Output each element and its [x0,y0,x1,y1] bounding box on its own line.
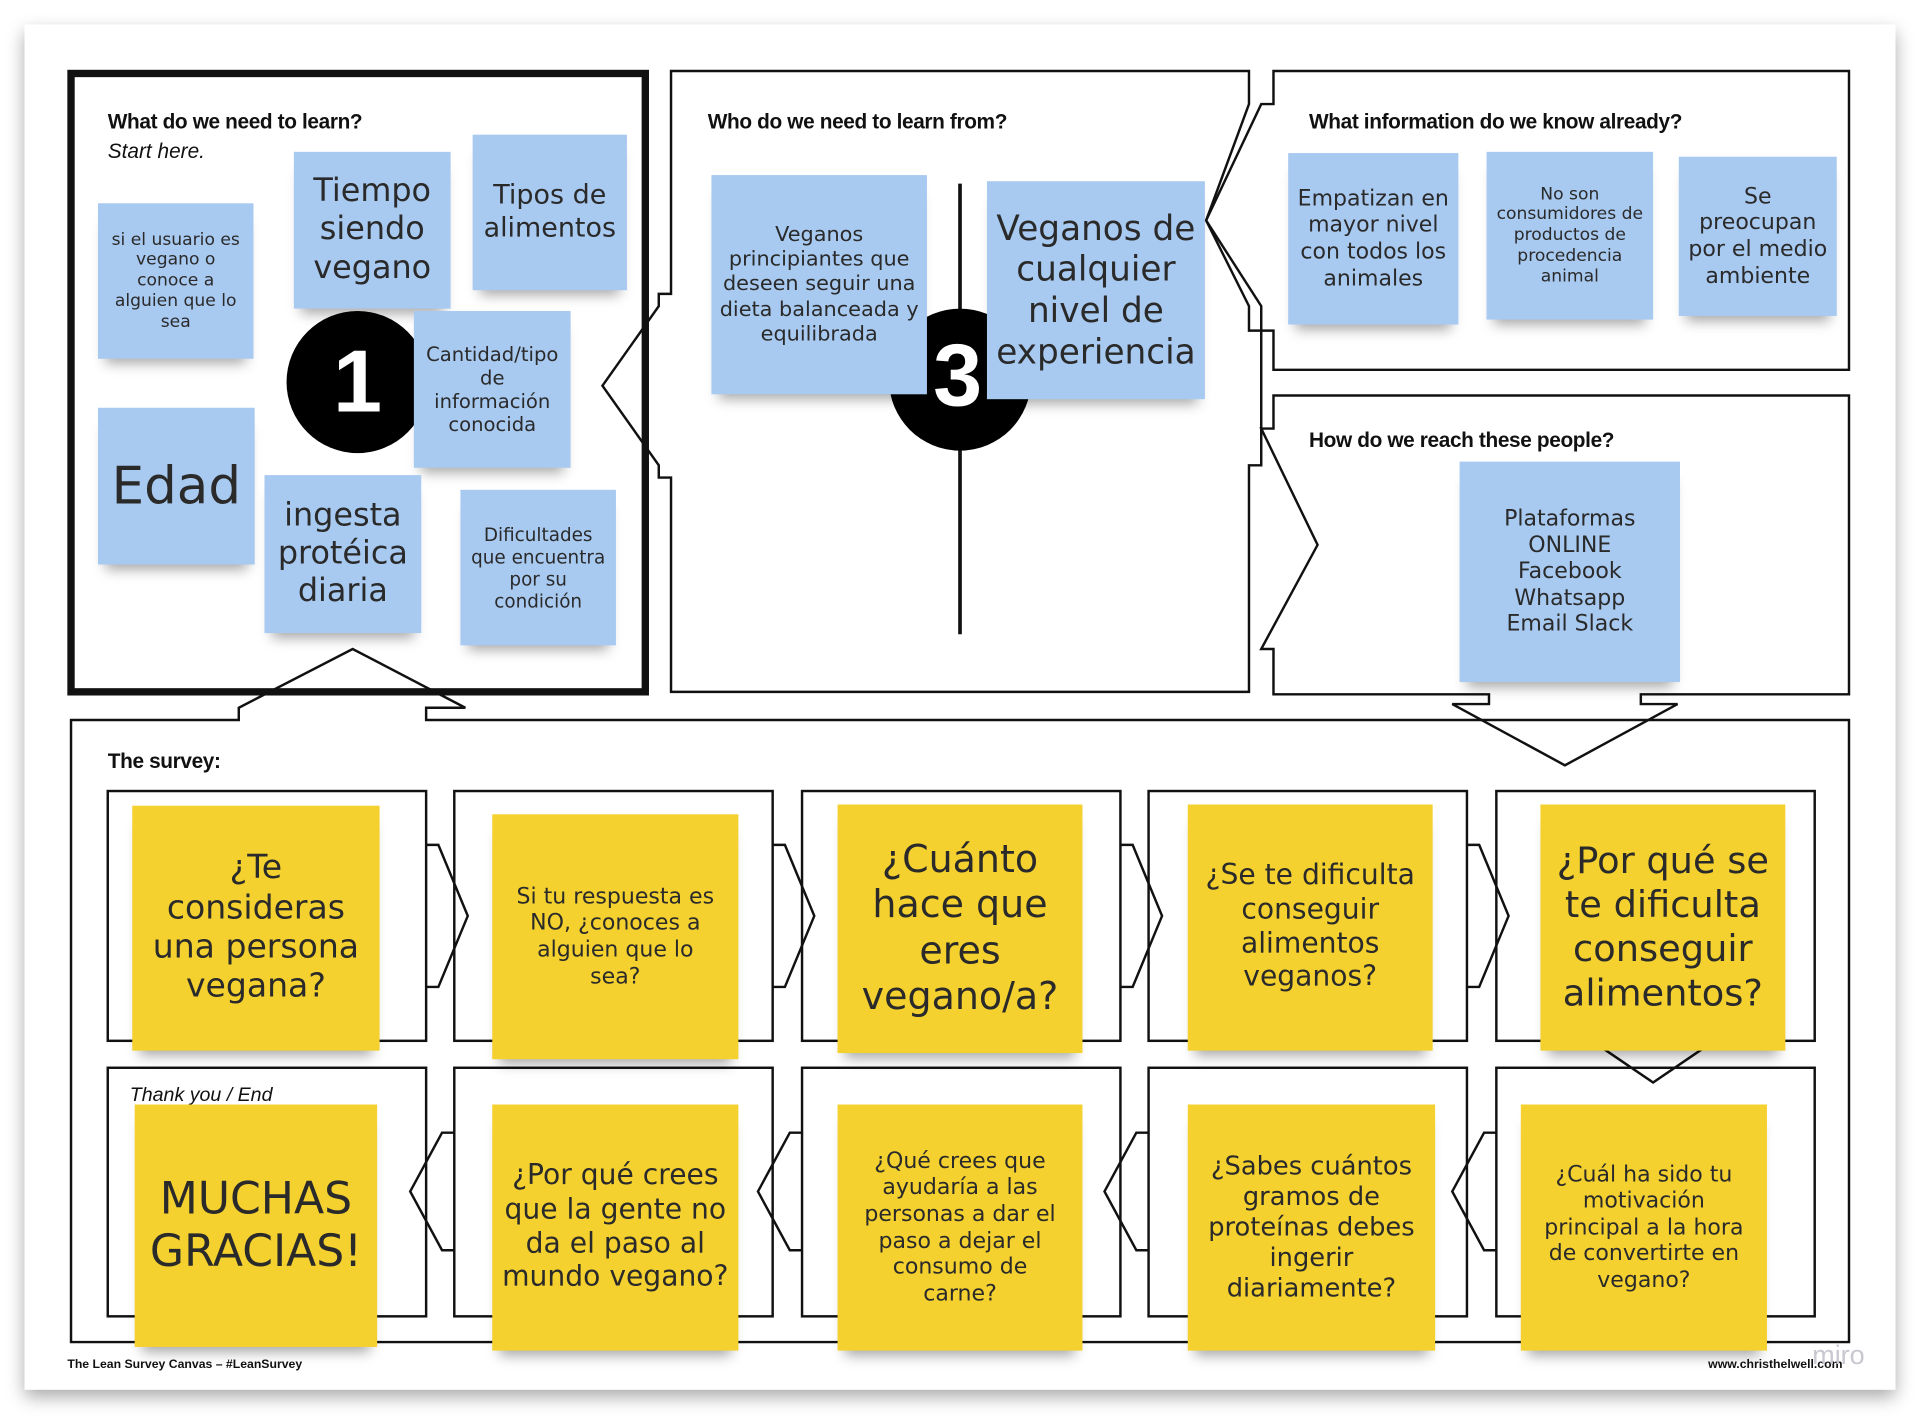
miro-watermark: miro [1812,1339,1865,1371]
end-label: Thank you / End [129,1084,273,1106]
survey-question-note[interactable]: ¿Se te dificulta conseguir alimentos veg… [1187,804,1433,1051]
survey-question-note[interactable]: ¿Por qué crees que la gente no da el pas… [492,1104,739,1351]
who-title: Who do we need to learn from? [707,110,1008,134]
sticky-note[interactable]: ingesta protéica diaria [264,475,422,634]
footer-left: The Lean Survey Canvas – #LeanSurvey [67,1357,303,1372]
sticky-note[interactable]: Tiempo siendo vegano [293,151,451,309]
sticky-note[interactable]: Empatizan en mayor nivel con todos los a… [1288,153,1459,325]
arrow-left-icon [756,1131,803,1252]
arrow-left-icon [1450,1131,1497,1252]
learn-title: What do we need to learn? [107,110,363,134]
sticky-note[interactable]: No son consumidores de productos de proc… [1486,151,1654,320]
sticky-note[interactable]: Edad [97,407,255,565]
survey-question-note[interactable]: ¿Te consideras una persona vegana? [132,805,380,1051]
sticky-note[interactable]: Veganos principiantes que deseen seguir … [711,175,927,395]
know-title: What information do we know already? [1308,110,1683,134]
footer-right: www.christhelwell.com [1708,1357,1843,1372]
survey-question-note[interactable]: MUCHAS GRACIAS! [134,1104,378,1347]
survey-question-note[interactable]: ¿Qué crees que ayudaría a las personas a… [837,1104,1083,1351]
learn-subtitle: Start here. [107,139,205,163]
reach-frame [1259,394,1851,767]
sticky-note[interactable]: Plataformas ONLINE Facebook Whatsapp Ema… [1459,461,1681,683]
survey-question-note[interactable]: ¿Por qué se te dificulta conseguir alime… [1540,804,1786,1051]
sticky-note[interactable]: Tipos de alimentos [472,134,627,291]
arrow-right-icon [1466,843,1510,989]
survey-question-note[interactable]: Si tu respuesta es NO, ¿conoces a alguie… [492,814,739,1060]
arrow-right-icon [1120,843,1164,989]
sticky-note[interactable]: Se preocupan por el medio ambiente [1678,156,1837,316]
sticky-note[interactable]: Cantidad/tipo de información conocida [413,311,571,468]
sticky-note[interactable]: si el usuario es vegano o conoce a algui… [97,203,254,359]
step-number-1: 1 [286,311,429,454]
arrow-right-icon [772,843,816,989]
arrow-down-icon [1591,1039,1715,1084]
sticky-note[interactable]: Veganos de cualquier nivel de experienci… [986,181,1205,400]
arrow-left-icon [408,1131,455,1252]
know-frame [1204,69,1851,372]
survey-question-note[interactable]: ¿Sabes cuántos gramos de proteínas debes… [1187,1104,1436,1351]
reach-title: How do we reach these people? [1308,428,1615,452]
arrow-left-icon [1103,1131,1149,1252]
survey-question-note[interactable]: ¿Cuánto hace que eres vegano/a? [837,804,1083,1054]
arrow-right-icon [426,843,470,989]
learn-frame [67,69,649,696]
survey-title: The survey: [107,749,221,773]
sticky-note[interactable]: Dificultades que encuentra por su condic… [460,489,616,646]
survey-question-note[interactable]: ¿Cuál ha sido tu motivación principal a … [1520,1104,1767,1351]
